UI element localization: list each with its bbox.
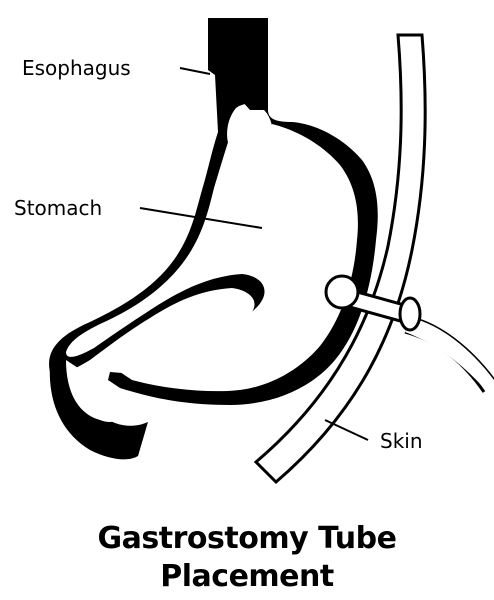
skin-label: Skin: [380, 429, 423, 453]
internal-balloon: [326, 276, 358, 308]
esophagus-label: Esophagus: [22, 56, 131, 80]
diagram-caption: Gastrostomy Tube Placement: [0, 520, 494, 596]
stomach-label: Stomach: [14, 196, 102, 220]
caption-line-2: Placement: [0, 558, 494, 596]
stomach-interior: [66, 110, 358, 391]
external-bolster: [400, 298, 420, 330]
esophagus-leader-line: [180, 68, 210, 74]
gastrostomy-diagram: Esophagus Stomach Skin: [0, 0, 494, 500]
skin-leader-line: [325, 420, 368, 440]
caption-line-1: Gastrostomy Tube: [0, 520, 494, 558]
